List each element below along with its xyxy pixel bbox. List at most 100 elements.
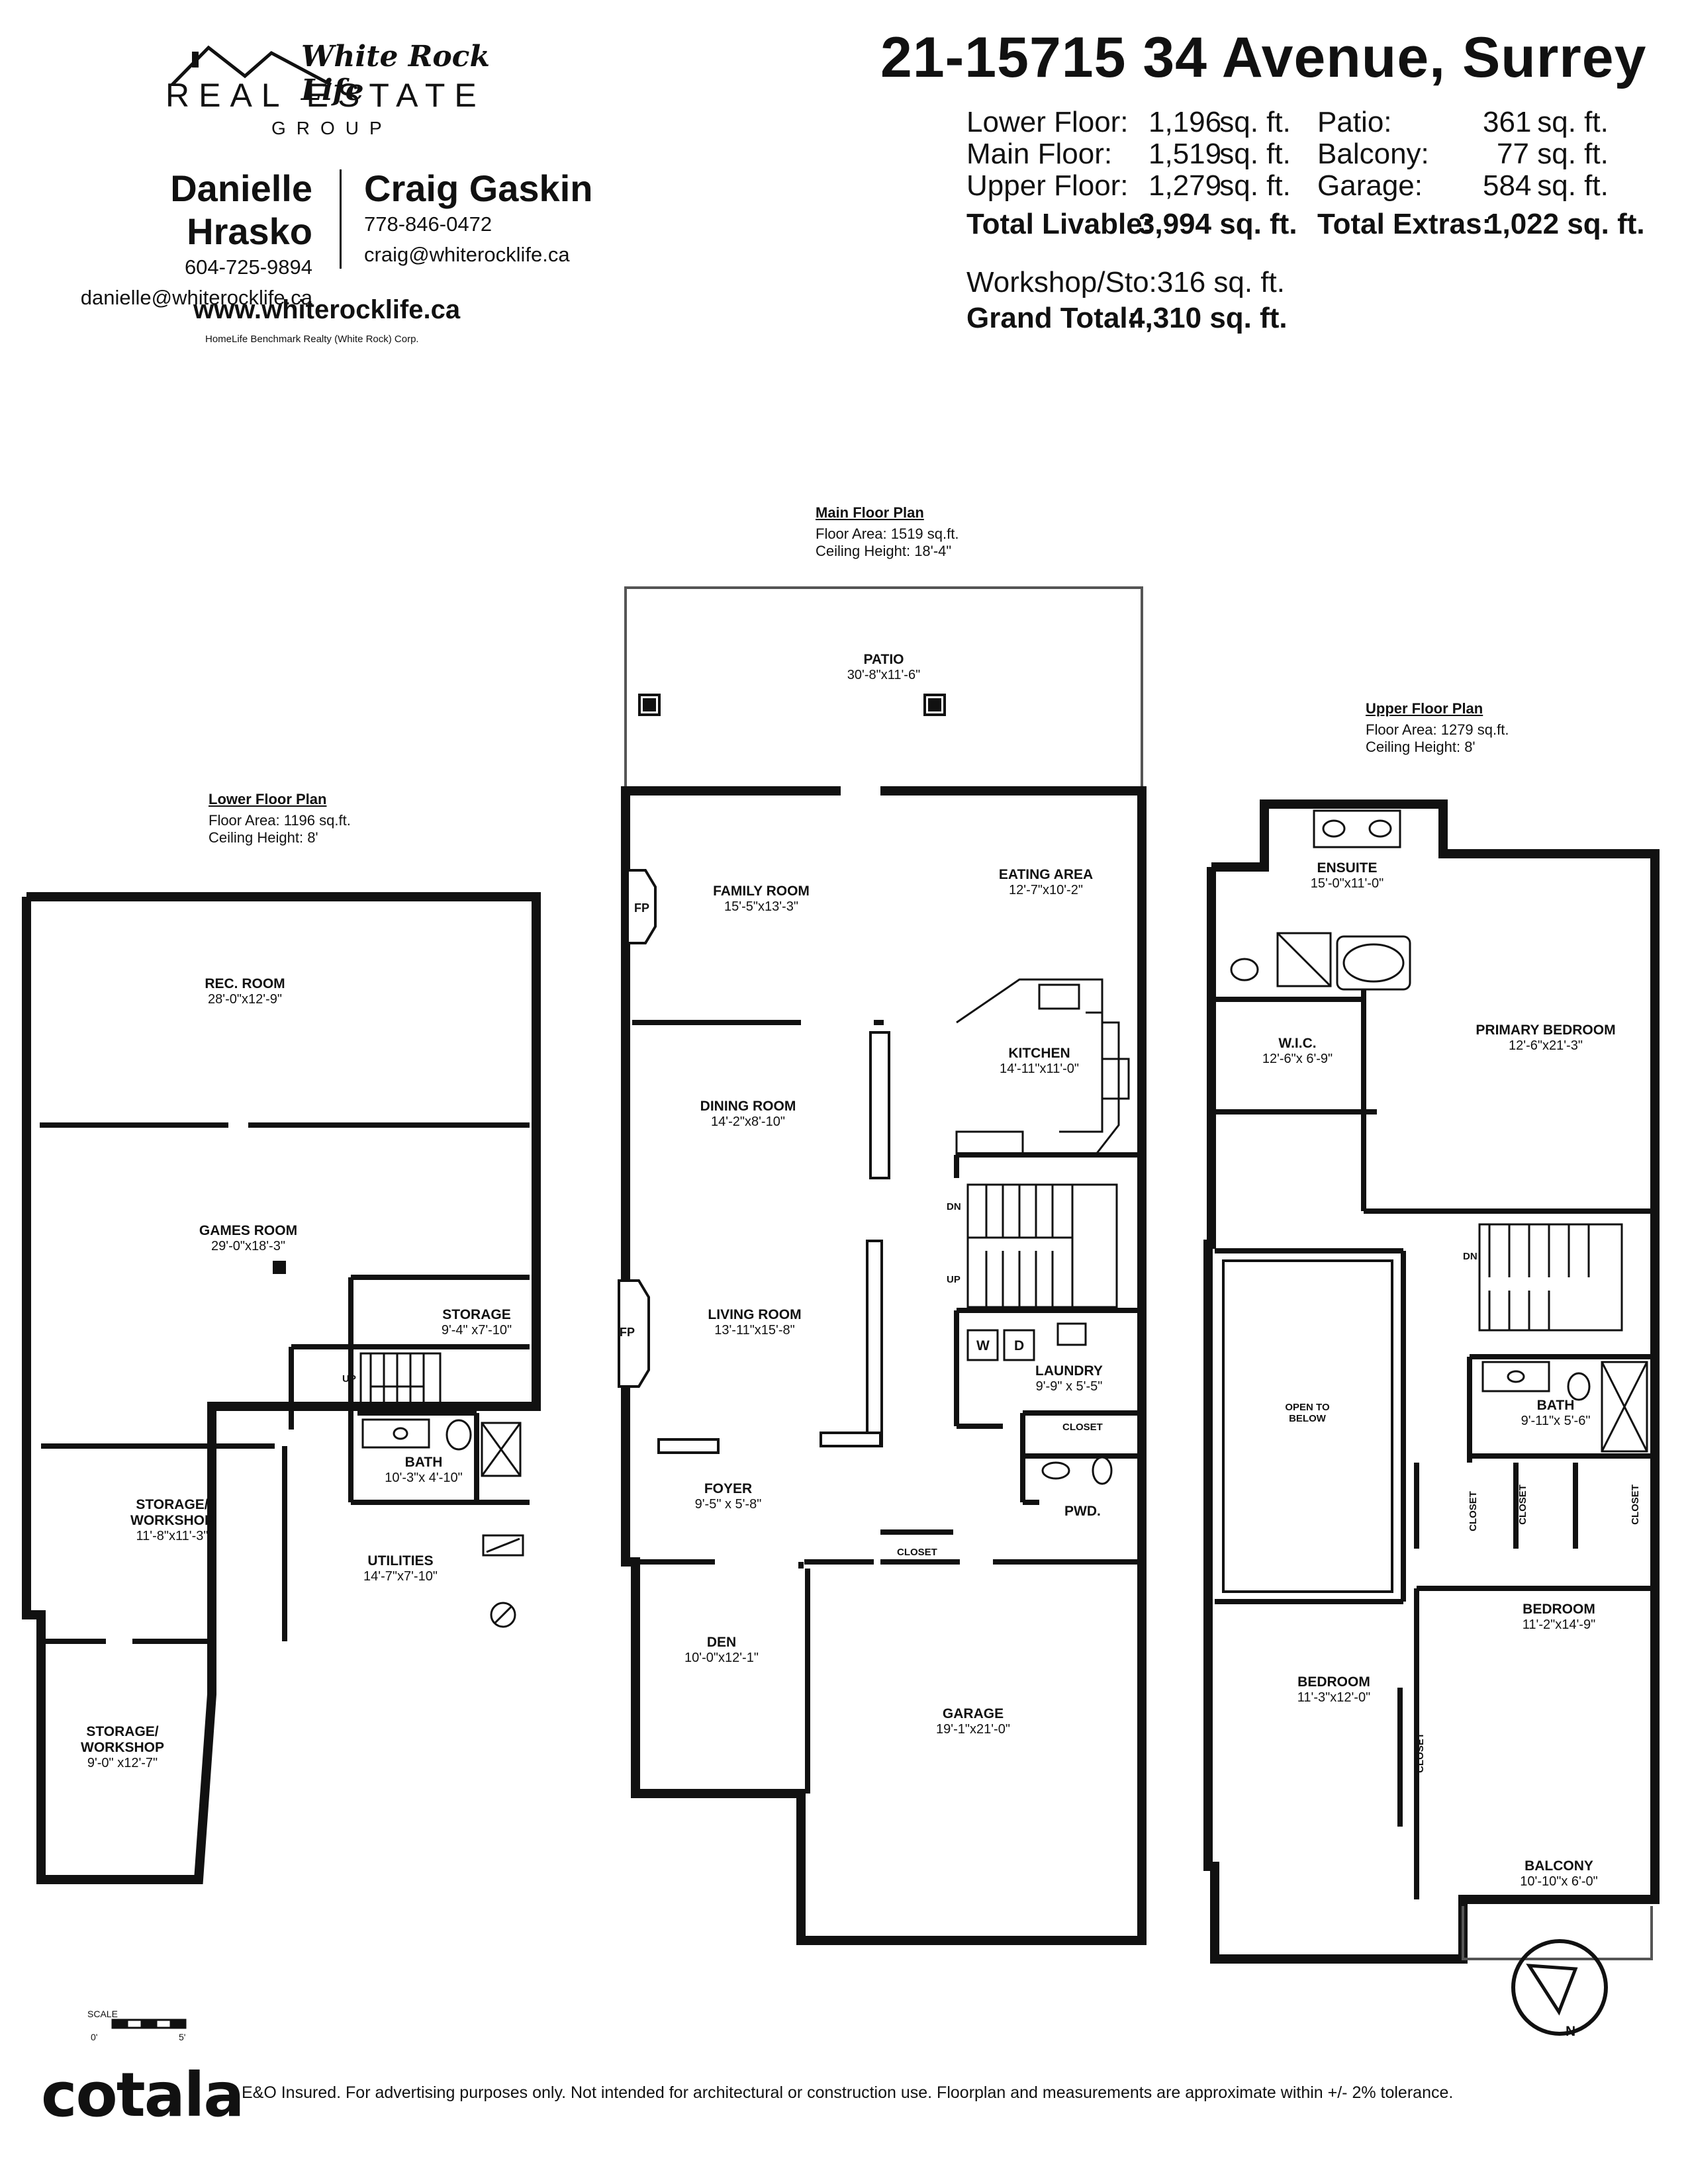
- fireplace-label-1: FP: [634, 901, 650, 915]
- main-dn-label: DN: [947, 1201, 961, 1212]
- property-address: 21-15715 34 Avenue, Surrey: [880, 26, 1647, 89]
- room-dim: 14'-7"x7'-10": [363, 1569, 438, 1584]
- room-dim: 28'-0"x12'-9": [208, 992, 282, 1007]
- fireplaces: [618, 869, 657, 1388]
- room-dim: 11'-2"x14'-9": [1522, 1617, 1596, 1632]
- room-name: BATH: [1536, 1398, 1575, 1413]
- room-dim: 9'-0" x12'-7": [87, 1756, 158, 1770]
- scale-start: 0': [91, 2032, 98, 2042]
- cotala-logo: cotala: [41, 2060, 244, 2130]
- room-dim: 10'-3"x 4'-10": [385, 1471, 463, 1485]
- upper-plan-area: Floor Area: 1279 sq.ft.: [1366, 721, 1509, 738]
- lower-stairs: [359, 1352, 442, 1411]
- room-name: EATING AREA: [998, 867, 1094, 882]
- total-livable-label: Total Livable:: [966, 208, 1152, 240]
- area-value: 1,279: [1149, 169, 1222, 202]
- kitchen-counters: [955, 978, 1130, 1157]
- room-name: W.I.C.: [1278, 1036, 1317, 1051]
- compass-north-label: N: [1566, 2024, 1576, 2039]
- lower-plan-area: Floor Area: 1196 sq.ft.: [209, 812, 351, 829]
- website-link[interactable]: www.whiterocklife.ca: [193, 295, 461, 324]
- area-value: 1,196: [1149, 106, 1222, 138]
- room-closet-upper-4: CLOSET: [1414, 1733, 1426, 1773]
- main-up-label: UP: [947, 1274, 961, 1285]
- room-dim: 15'-0"x11'-0": [1310, 876, 1384, 891]
- room-name: BEDROOM: [1523, 1602, 1595, 1617]
- room-dim: 10'-0"x12'-1": [684, 1651, 759, 1665]
- room-name: PRIMARY BEDROOM: [1476, 1023, 1616, 1038]
- main-outer-wall: [621, 786, 1147, 1945]
- area-label: Garage:: [1317, 169, 1423, 202]
- area-unit: sq. ft.: [1537, 169, 1609, 202]
- agent-2-phone[interactable]: 778-846-0472: [364, 212, 492, 236]
- area-row-patio: Patio:361 sq. ft.: [1317, 106, 1645, 138]
- area-row-garage: Garage: 584 sq. ft.: [1317, 169, 1645, 202]
- room-name: KITCHEN: [1008, 1046, 1070, 1061]
- room-name: GAMES ROOM: [199, 1223, 298, 1238]
- room-family-room: FAMILY ROOM 15'-5"x13'-3": [688, 884, 834, 915]
- room-dim: 12'-7"x10'-2": [1009, 883, 1083, 897]
- room-open-to-below: OPEN TO BELOW: [1261, 1402, 1354, 1424]
- total-extras-label: Total Extras:: [1317, 208, 1492, 240]
- room-dim: 14'-11"x11'-0": [999, 1062, 1080, 1076]
- brand-logo: White Rock Life REAL ESTATE GROUP: [165, 40, 510, 146]
- north-compass: [1511, 1939, 1608, 2036]
- area-row-workshop: Workshop/Sto:316 sq. ft.: [966, 266, 1297, 302]
- scale-bar: [111, 2019, 187, 2029]
- room-dim: 9'-9" x 5'-5": [1035, 1379, 1103, 1394]
- agent-1-email[interactable]: danielle@whiterocklife.ca: [80, 286, 312, 309]
- area-row-lower: Lower Floor:1,196 sq. ft.: [966, 106, 1297, 138]
- lower-plan-header: Lower Floor Plan Floor Area: 1196 sq.ft.…: [209, 791, 351, 846]
- area-value: 1,519: [1149, 138, 1222, 170]
- upper-dn-label: DN: [1463, 1251, 1477, 1262]
- room-name: ENSUITE: [1317, 860, 1378, 876]
- area-row-upper: Upper Floor:1,279 sq. ft.: [966, 169, 1297, 202]
- room-living-room: LIVING ROOM 13'-11"x15'-8": [682, 1307, 827, 1338]
- lower-bath-fixtures: [361, 1418, 524, 1628]
- main-plan-title: Main Floor Plan: [816, 504, 924, 521]
- room-closet-upper-1: CLOSET: [1467, 1491, 1479, 1531]
- area-row-total-extras: Total Extras:1,022 sq. ft.: [1317, 208, 1645, 241]
- area-label: Main Floor:: [966, 138, 1113, 170]
- workshop-value: 316 sq. ft.: [1156, 266, 1285, 298]
- main-plan-ceiling: Ceiling Height: 18'-4": [816, 543, 952, 559]
- room-pwd: PWD.: [1064, 1504, 1101, 1519]
- agent-1-name: Danielle Hrasko: [170, 167, 312, 252]
- room-dim: 30'-8"x11'-6": [847, 668, 921, 682]
- upper-plan-title: Upper Floor Plan: [1366, 700, 1483, 717]
- room-den: DEN 10'-0"x12'-1": [662, 1635, 781, 1666]
- upper-stairs: [1478, 1223, 1623, 1332]
- area-value: 584: [1483, 169, 1532, 202]
- ensuite-fixtures: [1230, 809, 1411, 991]
- area-unit: sq. ft.: [1219, 138, 1291, 170]
- area-unit: sq. ft.: [1219, 106, 1291, 138]
- area-table-left: Lower Floor:1,196 sq. ft. Main Floor: 1,5…: [966, 106, 1297, 335]
- room-bath-lower: BATH 10'-3"x 4'-10": [357, 1455, 490, 1486]
- area-unit: sq. ft.: [1219, 169, 1291, 202]
- scale-label: SCALE: [87, 2009, 118, 2019]
- upper-outer-wall: [1203, 799, 1660, 1964]
- room-name: PATIO: [863, 652, 904, 667]
- room-name: GARAGE: [942, 1706, 1004, 1721]
- grand-total-label: Grand Total:: [966, 302, 1138, 334]
- footer-disclaimer: E&O Insured. For advertising purposes on…: [242, 2083, 1454, 2102]
- agent-2-email[interactable]: craig@whiterocklife.ca: [364, 243, 570, 266]
- room-name: BALCONY: [1524, 1858, 1593, 1874]
- total-livable-value: 3,994: [1138, 208, 1211, 240]
- upper-bath-fixtures: [1481, 1361, 1648, 1453]
- room-eating-area: EATING AREA 12'-7"x10'-2": [973, 867, 1119, 898]
- upper-plan-ceiling: Ceiling Height: 8': [1366, 739, 1476, 755]
- agent-1-phone[interactable]: 604-725-9894: [184, 255, 312, 279]
- logo-script: White Rock Life: [301, 40, 490, 107]
- patio-outline: [624, 586, 1143, 791]
- balcony-rail: [1462, 1906, 1653, 1960]
- patio-posts: [638, 694, 946, 716]
- room-name-2: WORKSHOP: [81, 1740, 164, 1755]
- lower-up-label: UP: [342, 1373, 356, 1385]
- main-plan-header: Main Floor Plan Floor Area: 1519 sq.ft. …: [816, 504, 959, 560]
- logo-real-estate: REAL ESTATE: [165, 77, 486, 114]
- room-name: UTILITIES: [367, 1553, 434, 1569]
- lower-plan-title: Lower Floor Plan: [209, 791, 327, 807]
- area-value: 361: [1483, 106, 1532, 138]
